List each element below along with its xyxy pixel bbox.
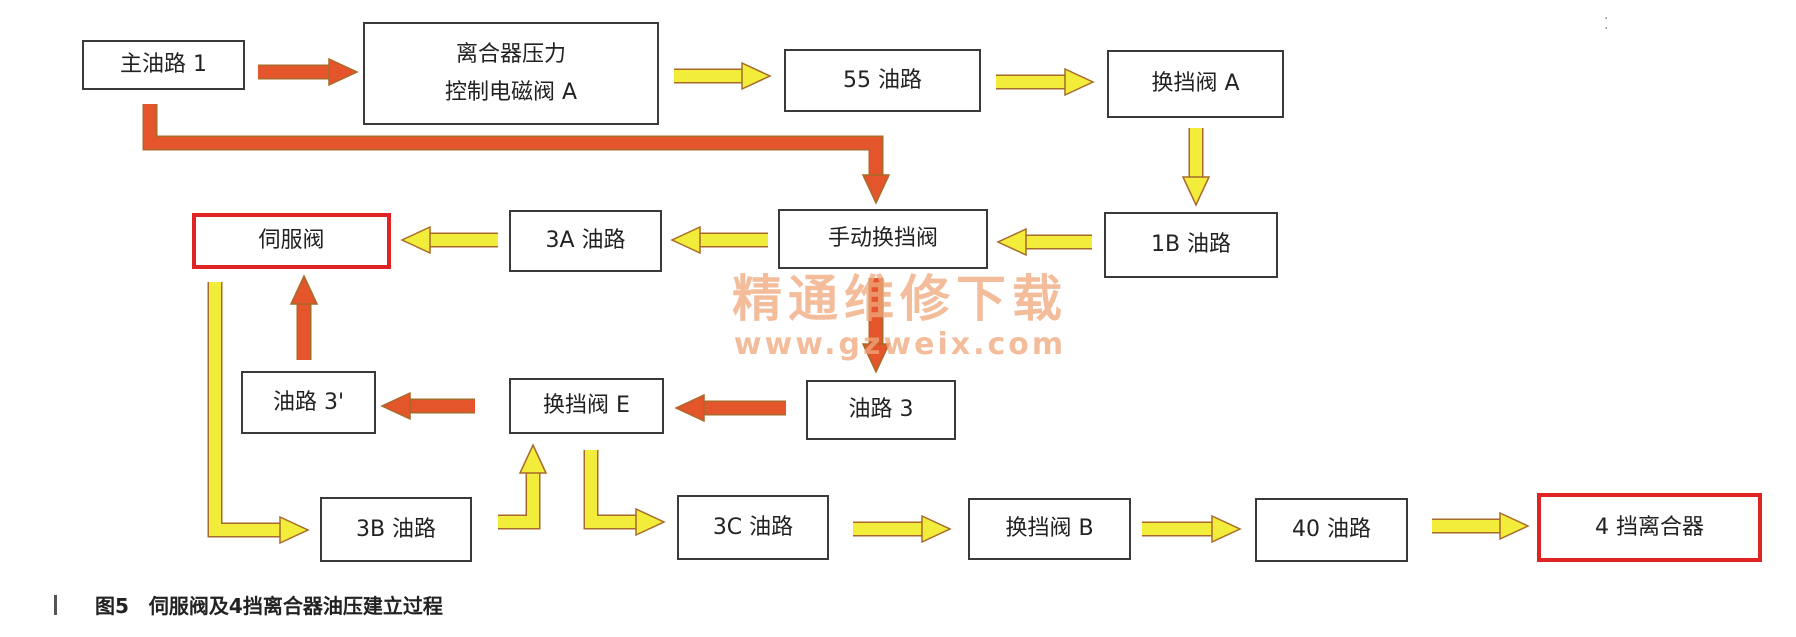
arrow-3c-to-shift-b (853, 514, 952, 544)
arrow-3a-to-servo (400, 225, 498, 255)
node-oil-40: 40 油路 (1255, 498, 1408, 562)
arrow-shift-b-to-40 (1142, 514, 1242, 544)
arrow-shift-e-to-3-prime (380, 391, 475, 421)
figure-caption: 图5 伺服阀及4挡离合器油压建立过程 (54, 590, 443, 619)
caption-bar (54, 594, 57, 615)
arrow-manual-to-oil-3 (861, 278, 891, 374)
node-manual-valve: 手动换挡阀 (778, 209, 988, 269)
arrow-55-to-shift-a (996, 67, 1095, 97)
node-shift-valve-b: 换挡阀 B (968, 498, 1131, 560)
node-oil-3a: 3A 油路 (509, 210, 662, 272)
node-oil-3: 油路 3 (806, 380, 956, 440)
node-oil-1b: 1B 油路 (1104, 212, 1278, 278)
arrow-3b-to-shift-e (498, 443, 548, 530)
arrow-main-to-solenoid (258, 57, 359, 87)
arrow-shift-e-to-3c (583, 450, 666, 537)
node-oil-3b: 3B 油路 (320, 497, 472, 562)
node-solenoid: 离合器压力 控制电磁阀 A (363, 22, 659, 125)
arrow-solenoid-to-55 (674, 61, 772, 91)
node-servo-valve: 伺服阀 (192, 213, 391, 269)
arrow-servo-to-3b (207, 282, 310, 545)
node-oil-3c: 3C 油路 (677, 495, 829, 560)
arrow-40-to-clutch (1432, 511, 1530, 541)
arrow-1b-to-manual (996, 227, 1092, 257)
arrow-manual-to-3a (670, 225, 768, 255)
node-oil-55: 55 油路 (784, 49, 981, 112)
node-oil-3-prime: 油路 3' (241, 371, 376, 434)
arrow-oil-3-to-shift-e (674, 393, 786, 423)
node-shift-valve-e: 换挡阀 E (509, 378, 664, 434)
arrow-3-prime-to-servo (289, 274, 319, 360)
node-4th-clutch: 4 挡离合器 (1537, 493, 1762, 562)
caption-text: 图5 伺服阀及4挡离合器油压建立过程 (95, 594, 443, 618)
corner-dots: ·· (1604, 11, 1609, 37)
node-shift-valve-a: 换挡阀 A (1107, 50, 1284, 118)
node-main-oil: 主油路 1 (82, 40, 245, 90)
arrow-shift-a-to-1b (1181, 128, 1211, 207)
arrow-main-to-manual (142, 104, 891, 205)
